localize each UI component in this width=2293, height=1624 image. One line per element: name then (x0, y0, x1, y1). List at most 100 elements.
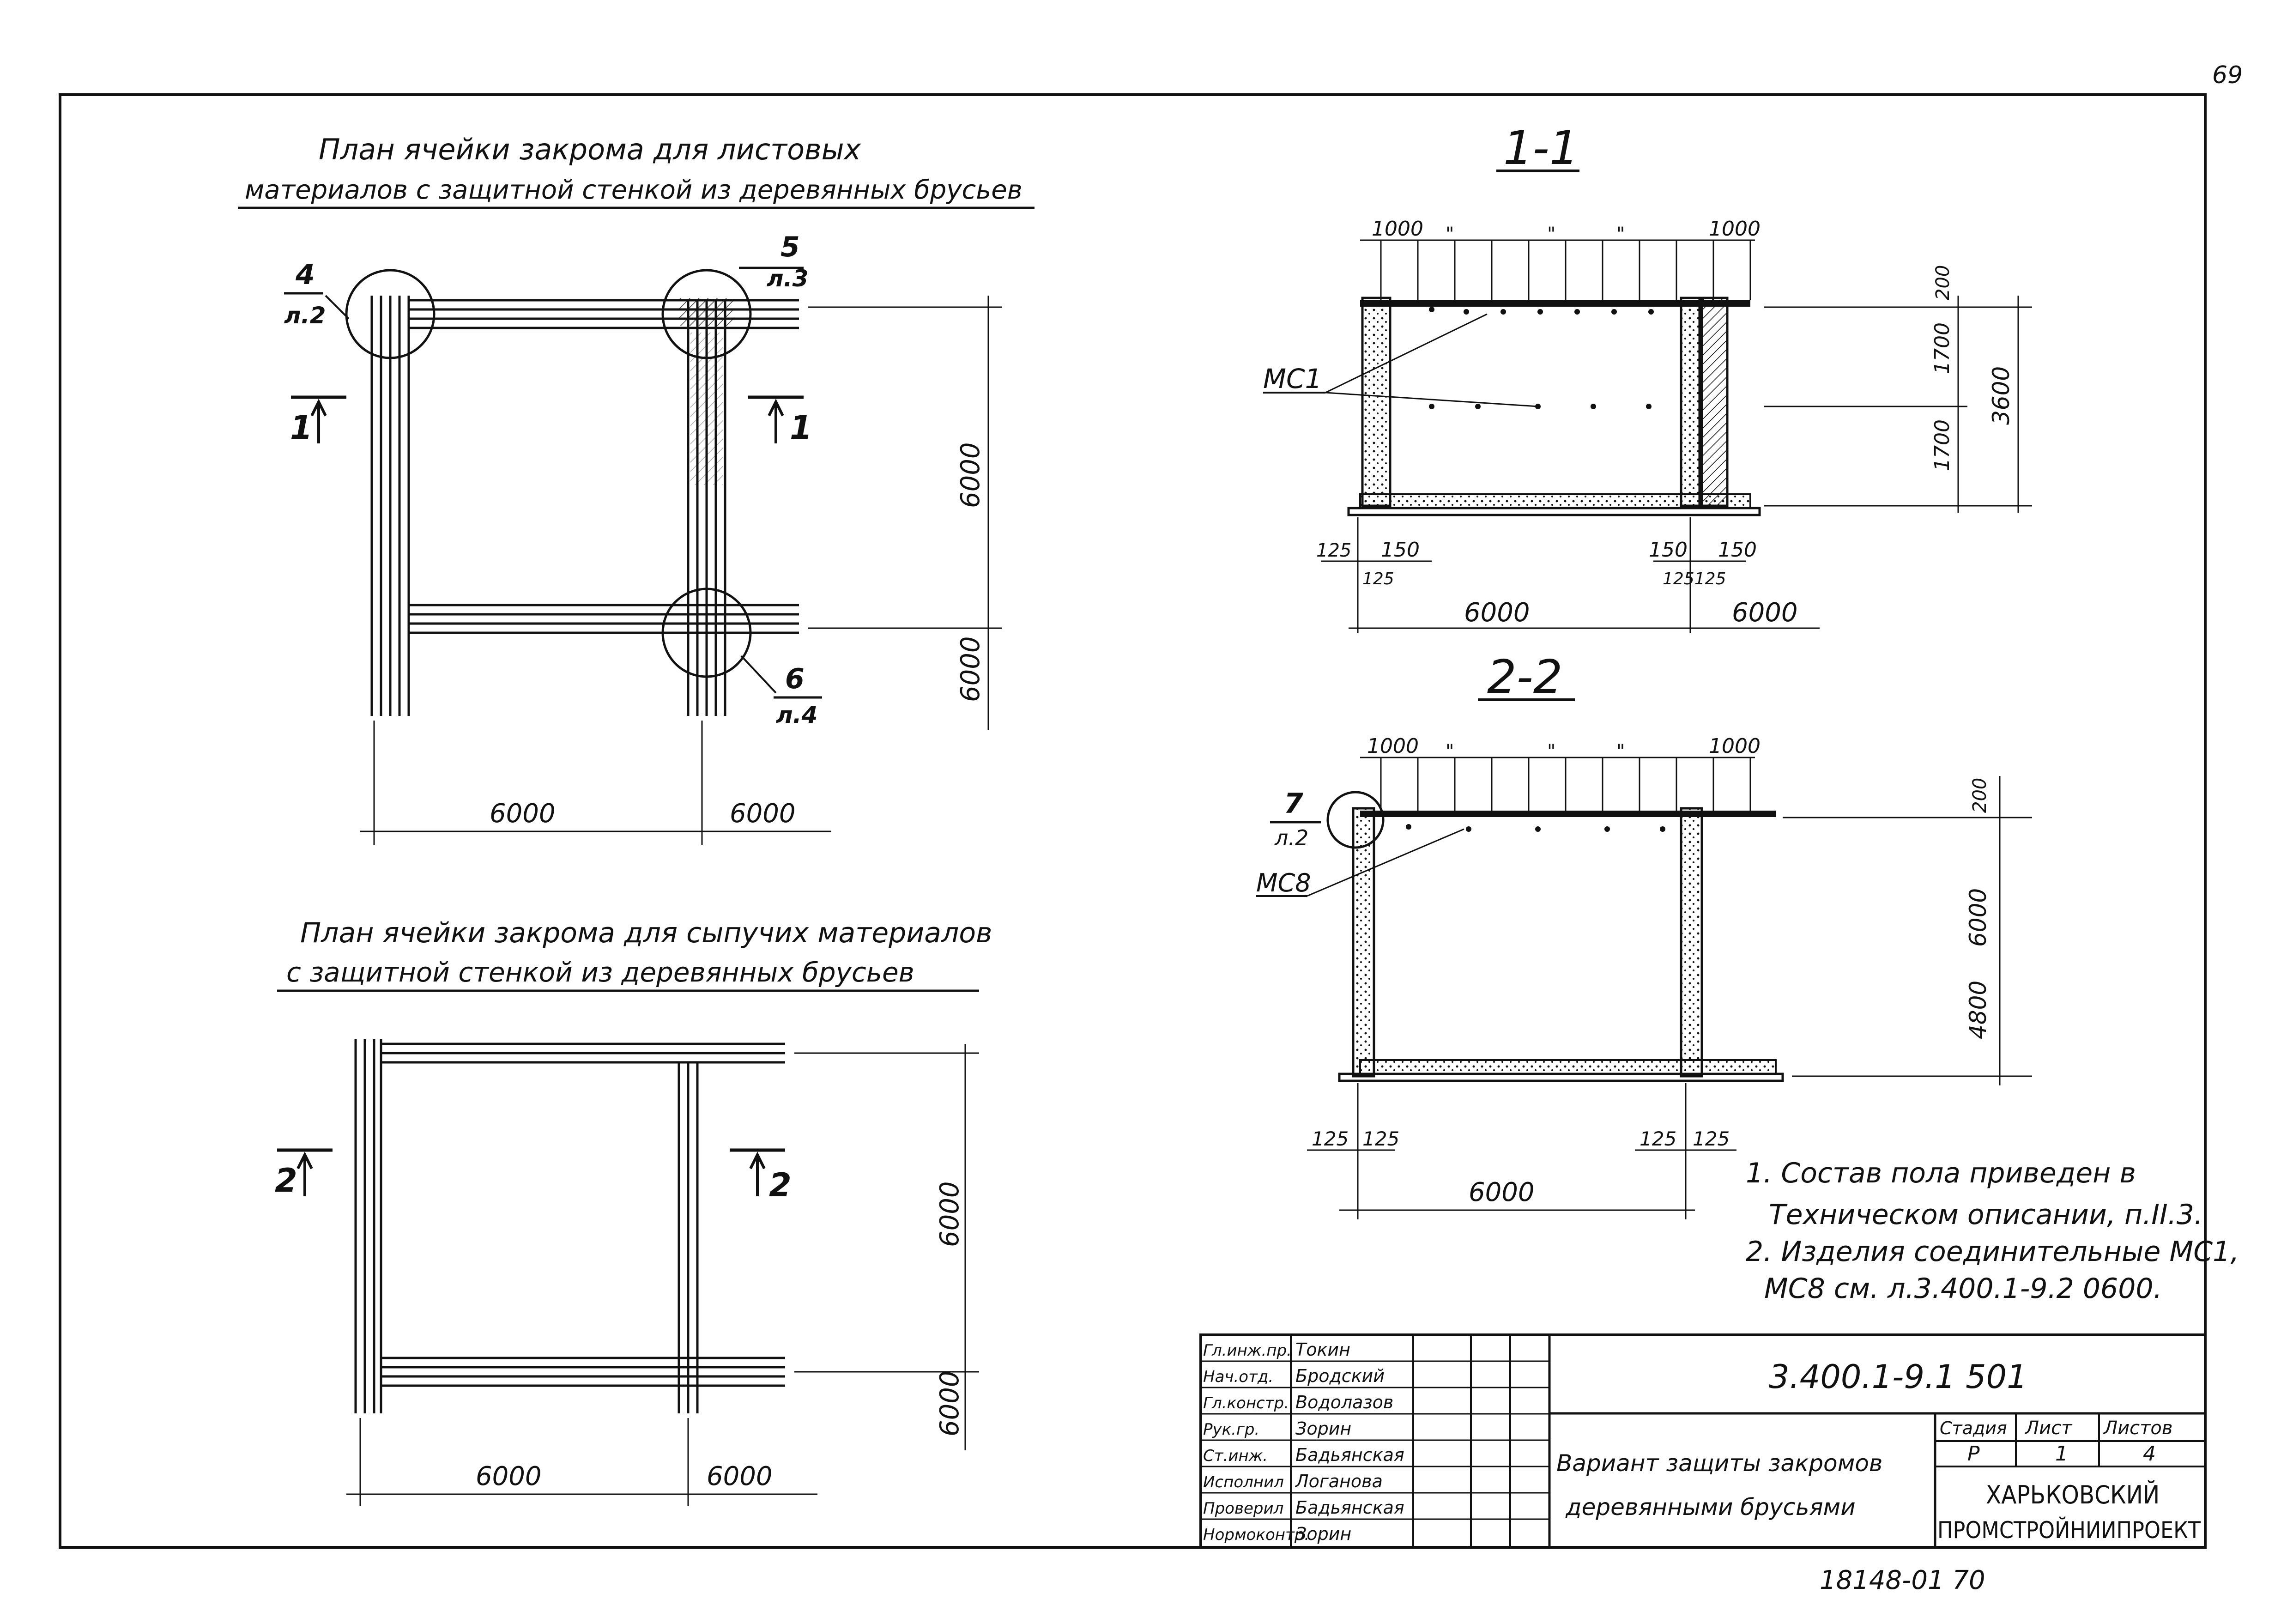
plan2-title-line2: с защитной стенкой из деревянных брусьев (286, 957, 914, 988)
section-2-2: 2-2 1000 1000 " " " 7 л.2 МС8 (1256, 650, 2032, 1219)
description-line2: деревянными брусьями (1565, 1494, 1856, 1521)
title-block-name: Зорин (1295, 1524, 1351, 1544)
node-5-sheet: л.3 (767, 265, 808, 292)
node-4-label: 4 (295, 259, 315, 291)
title-block-name: Зорин (1295, 1418, 1351, 1439)
bottom-code: 18148-01 70 (1820, 1565, 1985, 1595)
node-7-label: 7 (1284, 788, 1303, 820)
title-block-name: Бродский (1295, 1366, 1385, 1386)
title-block-name: Бадьянская (1295, 1445, 1404, 1465)
note-1-line2: Техническом описании, п.II.3. (1769, 1199, 2203, 1231)
title-block-role: Гл.констр. (1203, 1394, 1289, 1412)
note-1-line1: 1. Состав пола приведен в (1746, 1157, 2136, 1189)
org-line2: ПРОМСТРОЙНИИПРОЕКТ (1937, 1516, 2201, 1544)
title-block-name: Водолазов (1295, 1392, 1393, 1412)
node-4-sheet: л.2 (284, 302, 326, 329)
plan2-title-line1: План ячейки закрома для сыпучих материал… (300, 917, 992, 949)
node-7-sheet: л.2 (1274, 825, 1308, 850)
section-mark-2-right: 2 (769, 1166, 792, 1204)
stage-value: Р (1967, 1442, 1980, 1466)
section2-dim-125d: 125 (1693, 1127, 1730, 1150)
section2-label-mc8: МС8 (1256, 868, 1311, 897)
section-1-1: 1-1 1000 1000 " " " МС1 (1263, 121, 2032, 633)
title-block-role: Ст.инж. (1203, 1447, 1268, 1465)
section-mark-1-left: 1 (290, 409, 313, 447)
plan1-title-line2: материалов с защитной стенкой из деревян… (245, 175, 1022, 205)
plan1-dim-h1: 6000 (490, 799, 556, 829)
ditto-mark: " (1616, 224, 1625, 245)
section1-dim-6000a: 6000 (1464, 598, 1530, 628)
drawing-code: 3.400.1-9.1 501 (1769, 1358, 2027, 1396)
section2-dim-125a: 125 (1312, 1127, 1349, 1150)
page-number: 69 (2212, 61, 2243, 89)
section1-dim-125-left2: 125 (1362, 570, 1394, 588)
title-block-name: Логанова (1295, 1471, 1383, 1491)
plan1-dim-v1: 6000 (956, 442, 986, 508)
title-block-role: Рук.гр. (1203, 1420, 1259, 1439)
plan-2: План ячейки закрома для сыпучих материал… (275, 917, 992, 1506)
node-6-sheet: л.4 (776, 702, 817, 728)
plan2-dim-v1: 6000 (935, 1181, 965, 1247)
sheet-label: Лист (2024, 1418, 2073, 1439)
section1-dim-6000b: 6000 (1732, 598, 1798, 628)
plan1-dim-v2: 6000 (956, 636, 986, 702)
section1-dim-1700b: 1700 (1930, 419, 1954, 471)
node-6-circle (661, 588, 752, 678)
section1-dim-1700a: 1700 (1930, 322, 1954, 374)
section1-dim-3600: 3600 (1988, 366, 2015, 425)
section1-label-mc1: МС1 (1263, 363, 1322, 394)
section1-top-right: 1000 (1709, 217, 1761, 241)
title-block-role: Исполнил (1203, 1473, 1284, 1491)
node-5-label: 5 (780, 231, 800, 263)
ditto-mark: " (1446, 741, 1454, 762)
section2-dim-6000h: 6000 (1469, 1177, 1535, 1207)
title-block-role: Нормоконтр. (1203, 1526, 1309, 1544)
ditto-mark: " (1446, 224, 1454, 245)
plan2-dim-v2: 6000 (935, 1370, 965, 1436)
section-mark-2-left: 2 (275, 1162, 297, 1200)
section1-dim-200: 200 (1932, 265, 1954, 300)
section1-dim-125125: 125125 (1663, 570, 1726, 588)
section2-dim-4800: 4800 (1965, 981, 1991, 1039)
node-5-circle (661, 269, 752, 359)
description-line1: Вариант защиты закромов (1556, 1450, 1882, 1477)
plan2-dim-h1: 6000 (476, 1461, 542, 1491)
section1-dim-150-left: 150 (1381, 538, 1420, 562)
title-block-name: Бадьянская (1295, 1497, 1404, 1518)
plan1-title-line1: План ячейки закрома для листовых (319, 133, 862, 166)
plan2-dim-h2: 6000 (707, 1461, 773, 1491)
section2-dim-125b: 125 (1362, 1127, 1399, 1150)
ditto-mark: " (1616, 741, 1625, 762)
section1-dim-125-left: 125 (1316, 540, 1351, 561)
title-block-name: Токин (1295, 1339, 1350, 1360)
section2-top-right: 1000 (1709, 734, 1761, 758)
title-block-role: Гл.инж.пр. (1203, 1341, 1292, 1360)
org-line1: ХАРЬКОВСКИЙ (1986, 1480, 2160, 1509)
sheets-value: 4 (2143, 1442, 2156, 1466)
note-2-line1: 2. Изделия соединительные МС1, (1746, 1236, 2239, 1268)
section1-title: 1-1 (1503, 121, 1579, 175)
section1-dim-150-mid2: 150 (1718, 538, 1757, 562)
plan1-dim-h2: 6000 (730, 799, 796, 829)
section-mark-1-right: 1 (790, 409, 812, 447)
section2-dim-6000: 6000 (1965, 888, 1991, 947)
node-7-circle (1326, 791, 1385, 849)
plan-1: План ячейки закрома для листовых материа… (238, 133, 1035, 845)
section2-dim-200: 200 (1969, 778, 1990, 813)
note-2-line2: МС8 см. л.3.400.1-9.2 0600. (1764, 1273, 2162, 1305)
node-4-circle (345, 269, 436, 359)
sheets-label: Листов (2103, 1418, 2172, 1439)
stage-label: Стадия (1940, 1418, 2007, 1438)
section2-title: 2-2 (1487, 650, 1562, 704)
ditto-mark: " (1547, 224, 1555, 245)
title-block-role: Проверил (1203, 1499, 1283, 1518)
section2-dim-125c: 125 (1640, 1127, 1676, 1150)
ditto-mark: " (1547, 741, 1555, 762)
sheet-frame (59, 93, 2207, 1549)
node-6-label: 6 (785, 663, 805, 695)
sheet-value: 1 (2055, 1442, 2068, 1466)
title-block-role: Нач.отд. (1203, 1368, 1273, 1386)
section1-top-left: 1000 (1372, 217, 1423, 241)
